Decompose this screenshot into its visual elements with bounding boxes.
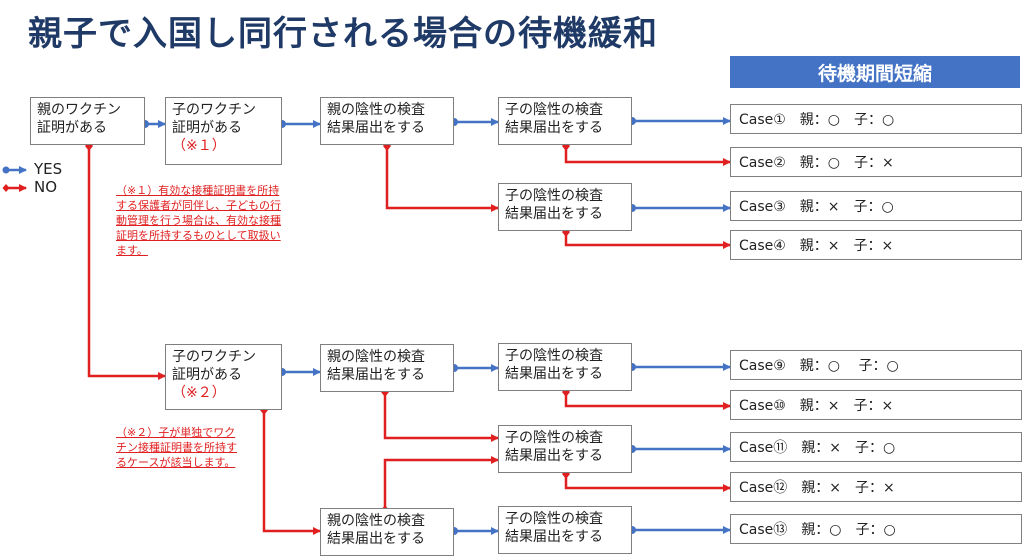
child-vaccine-note-2: （※２） xyxy=(172,385,226,401)
page-title: 親子で入国し同行される場合の待機緩和 xyxy=(28,14,658,54)
case-13: Case⑬ 親：○ 子：○ xyxy=(730,514,1022,544)
parent-test-box-3: 親の陰性の検査 結果届出をする xyxy=(320,508,454,556)
case-1: Case① 親：○ 子：○ xyxy=(730,104,1022,134)
case-11: Case⑪ 親：× 子：○ xyxy=(730,432,1022,462)
waiting-reduction-banner: 待機期間短縮 xyxy=(730,56,1020,88)
child-vaccine-box-1: 子のワクチン 証明がある （※１） xyxy=(165,97,282,165)
parent-test-box-2: 親の陰性の検査 結果届出をする xyxy=(320,344,454,392)
footnote-2: （※２）子が単独でワク チン接種証明書を所持す るケースが該当します。 xyxy=(116,426,237,469)
child-vaccine-label-1: 子のワクチン 証明がある xyxy=(172,102,256,136)
parent-vaccine-box: 親のワクチン 証明がある xyxy=(30,97,145,145)
legend-yes: YES xyxy=(34,160,63,178)
child-test-box-5: 子の陰性の検査 結果届出をする xyxy=(498,506,632,554)
child-vaccine-box-2: 子のワクチン 証明がある （※２） xyxy=(165,344,282,410)
child-test-box-1: 子の陰性の検査 結果届出をする xyxy=(498,97,632,145)
case-2: Case② 親：○ 子：× xyxy=(730,147,1022,177)
case-12: Case⑫ 親：× 子：× xyxy=(730,472,1022,502)
child-test-box-3: 子の陰性の検査 結果届出をする xyxy=(498,343,632,391)
child-test-box-2: 子の陰性の検査 結果届出をする xyxy=(498,183,632,231)
legend-no: NO xyxy=(34,178,58,196)
case-10: Case⑩ 親：× 子：× xyxy=(730,390,1022,420)
child-vaccine-label-2: 子のワクチン 証明がある xyxy=(172,349,256,383)
case-9: Case⑨ 親：○ 子：○ xyxy=(730,350,1022,380)
child-vaccine-note-1: （※１） xyxy=(172,138,226,154)
parent-test-box-1: 親の陰性の検査 結果届出をする xyxy=(320,97,454,145)
child-test-box-4: 子の陰性の検査 結果届出をする xyxy=(498,425,632,473)
case-3: Case③ 親：× 子：○ xyxy=(730,191,1022,221)
footnote-1: （※１）有効な接種証明書を所持 する保護者が同伴し、子どもの行 動管理を行う場合… xyxy=(116,184,281,257)
case-4: Case④ 親：× 子：× xyxy=(730,230,1022,260)
